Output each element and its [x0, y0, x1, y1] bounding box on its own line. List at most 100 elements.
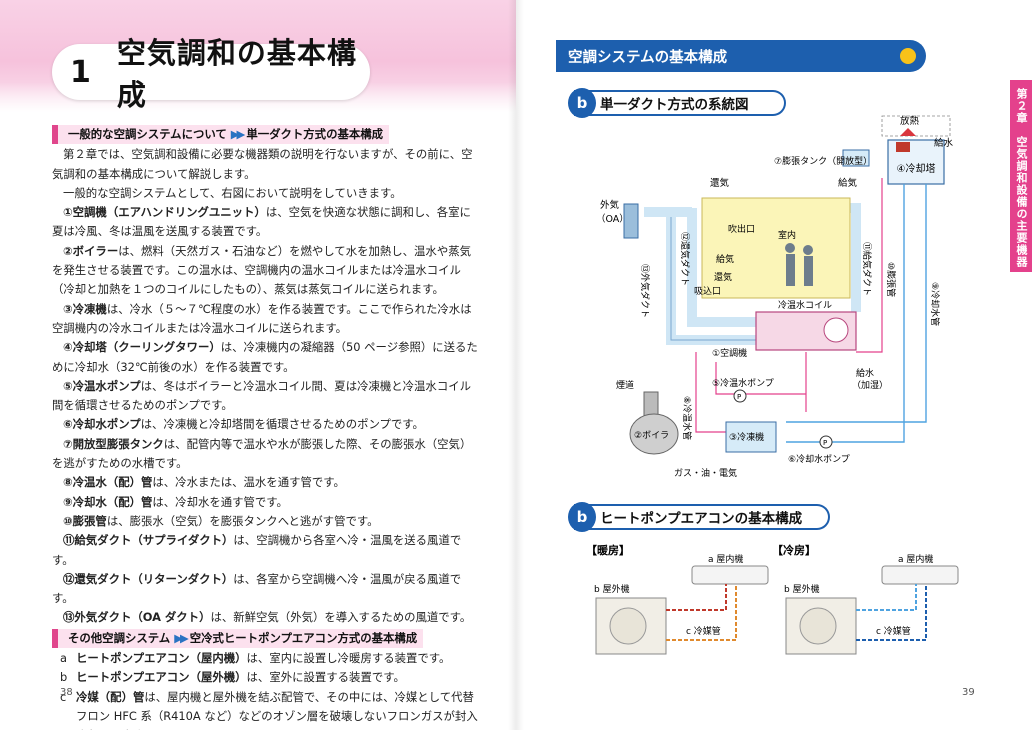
equipment-term: ⑨冷却水（配）管 [63, 494, 153, 509]
supply-duct-label: ⑪給気ダクト [861, 242, 873, 296]
equipment-desc: は、配管内等で温水や水が膨張した際、その膨張水（空気）を逃がすための水槽です。 [52, 436, 472, 471]
boiler-label: ②ボイラ [634, 430, 669, 441]
expansion-tank-label: ⑦膨張タンク（開放型） [774, 155, 872, 167]
other-system-item: c 冷媒（配）管は、屋内機と屋外機を結ぶ配管で、その中には、冷媒として代替フロン … [52, 688, 480, 730]
equipment-list: ①空調機（エアハンドリングユニット）は、空気を快適な状態に調和し、各室に夏は冷風… [52, 203, 480, 628]
item-text: ヒートポンプエアコン（屋外機）は、室外に設置する装置です。 [76, 668, 405, 687]
indoor-unit-label-cooling: a 屋内機 [898, 553, 933, 565]
pump-5-label: ⑤冷温水ポンプ [712, 377, 774, 389]
equipment-item: ⑪給気ダクト（サプライダクト）は、空調機から各室へ冷・温風を送る風道です。 [52, 531, 480, 570]
single-duct-diagram: ④冷却塔 放熱 給水 ⑦膨張タンク（開放型） 外気 （OA） 還気 給気 給気 … [596, 115, 954, 479]
equipment-term: ⑬外気ダクト（OA ダクト） [63, 610, 211, 625]
equipment-item: ⑦開放型膨張タンクは、配管内等で温水や水が膨張した際、その膨張水（空気）を逃がす… [52, 435, 480, 474]
supply-air-label: 給気 [838, 177, 858, 189]
coil-label: 冷温水コイル [778, 299, 832, 311]
arrow-icon: ▶▶ [230, 127, 245, 141]
item-desc: は、屋内機と屋外機を結ぶ配管で、その中には、冷媒として代替フロン HFC 系（R… [76, 689, 478, 730]
person-icon [786, 254, 795, 286]
room [701, 197, 851, 299]
equipment-desc: は、膨張水（空気）を膨張タンクへと逃がす管です。 [106, 513, 379, 528]
cooling-tower: ④冷却塔 放熱 給水 [881, 115, 954, 185]
feed-water-label: 給水 [934, 137, 954, 149]
cooling-tower-label: ④冷却塔 [897, 162, 936, 175]
refrigerant-label-cooling: c 冷媒管 [876, 625, 911, 637]
page-number-right: 39 [962, 687, 975, 698]
equipment-item: ⑨冷却水（配）管は、冷却水を通す管です。 [52, 493, 480, 512]
ahu-label: ①空調機 [712, 347, 747, 359]
right-page-header-title: 空調システムの基本構成 [568, 49, 728, 66]
refrigerant-label-heating: c 冷媒管 [686, 625, 721, 637]
cooling-water-pipe-label: ⑨冷却水管 [929, 282, 941, 326]
b-badge-icon: b [568, 502, 596, 532]
item-letter: b [60, 670, 68, 685]
chapter-side-tab: 第２章 空気調和設備の主要機器 [1010, 80, 1032, 272]
return-air-label: 還気 [710, 177, 730, 189]
pump-5-mark: P [737, 393, 741, 401]
indoor-unit-label-heating: a 屋内機 [708, 553, 743, 565]
equipment-item: ④冷却塔（クーリングタワー）は、冷凍機内の凝縮器（50 ページ参照）に送るために… [52, 338, 480, 377]
equipment-desc: は、各室から空調機へ冷・温風が戻る風道です。 [52, 571, 462, 606]
section-heading-2-sub: 空冷式ヒートポンプエアコン方式の基本構成 [189, 630, 418, 645]
equipment-term: ⑪給気ダクト（サプライダクト） [63, 533, 234, 548]
equipment-item: ⑩膨張管は、膨張水（空気）を膨張タンクへと逃がす管です。 [52, 512, 480, 531]
equipment-desc: は、冷水（５～７℃程度の水）を作る装置です。ここで作られた冷水は空調機内の冷水コ… [52, 301, 472, 335]
indoor-unit-cooling [881, 565, 959, 585]
sun-dot-icon [900, 48, 916, 64]
section-heading-2-title: その他空調システム [68, 630, 171, 645]
room-supply-label: 給気 [716, 253, 734, 265]
flue-label: 煙道 [616, 379, 634, 391]
outdoor-air-louver [623, 203, 639, 239]
equipment-item: ①空調機（エアハンドリングユニット）は、空気を快適な状態に調和し、各室に夏は冷風… [52, 203, 480, 242]
chiller-label: ③冷凍機 [729, 431, 764, 443]
equipment-desc: は、空気を快適な状態に調和し、各室に夏は冷風、冬は温風を送風する装置です。 [52, 205, 471, 239]
indoor-unit-heating [691, 565, 769, 585]
item-text: ヒートポンプエアコン（屋内機）は、室内に設置し冷暖房する装置です。 [76, 649, 450, 668]
chapter-title-pill: 1 空気調和の基本構成 [52, 36, 370, 112]
intro-paragraph-1: 第２章では、空気調和設備に必要な機器類の説明を行ないますが、その前に、空気調和の… [52, 147, 473, 181]
item-letter: c [60, 689, 67, 704]
person-icon [804, 256, 813, 286]
oa-label: （OA） [596, 213, 629, 225]
outdoor-air-label: 外気 [600, 199, 620, 211]
equipment-item: ②ボイラーは、燃料（天然ガス・石油など）を燃やして水を加熱し、温水や蒸気を発生さ… [52, 242, 480, 300]
pump-6-mark: P [823, 439, 827, 447]
item-term: ヒートポンプエアコン（屋内機） [76, 651, 247, 666]
equipment-desc: は、冷却水を通す管です。 [152, 494, 288, 509]
pump-6 [819, 435, 833, 449]
subheading-single-duct: b 単一ダクト方式の系統図 [568, 88, 786, 118]
item-term: ヒートポンプエアコン（屋外機） [76, 670, 247, 685]
right-page-header: 空調システムの基本構成 [556, 40, 926, 72]
body-text: 一般的な空調システムについて▶▶単一ダクト方式の基本構成 第２章では、空気調和設… [52, 124, 480, 730]
gutter-shadow [508, 0, 524, 730]
outdoor-unit-label-heating: b 屋外機 [594, 583, 630, 595]
equipment-desc: は、燃料（天然ガス・石油など）を燃やして水を加熱し、温水や蒸気を発生させる装置で… [52, 243, 471, 297]
equipment-desc: は、空調機から各室へ冷・温風を送る風道です。 [52, 533, 462, 567]
expansion-pipe-label: ⑩膨張管 [885, 262, 897, 297]
equipment-item: ⑬外気ダクト（OA ダクト）は、新鮮空気（外気）を導入するための風道です。 [52, 608, 480, 627]
intro-paragraph-2: 一般的な空調システムとして、右図において説明をしていきます。 [63, 185, 402, 200]
left-page: 1 空気調和の基本構成 一般的な空調システムについて▶▶単一ダクト方式の基本構成… [0, 0, 516, 730]
fuel-label: ガス・油・電気 [674, 467, 737, 479]
equipment-term: ③冷凍機 [63, 301, 107, 316]
equipment-desc: は、冷水または、温水を通す管です。 [152, 475, 345, 490]
equipment-desc: は、冷凍機と冷却塔間を循環させるためのポンプです。 [140, 417, 424, 432]
fan-icon [823, 317, 849, 343]
return-duct-label: ⑫還気ダクト [679, 232, 691, 286]
room-label: 室内 [778, 229, 796, 241]
equipment-item: ⑤冷温水ポンプは、冬はボイラーと冷温水コイル間、夏は冷凍機と冷温水コイル間を循環… [52, 377, 480, 416]
equipment-desc: は、冷凍機内の凝縮器（50 ページ参照）に送るために冷却水（32℃前後の水）を作… [52, 340, 478, 374]
outdoor-duct-label: ⑬外気ダクト [639, 264, 651, 318]
item-term: 冷媒（配）管 [76, 689, 145, 704]
outlet-label: 吹出口 [728, 223, 755, 235]
equipment-item: ⑥冷却水ポンプは、冷凍機と冷却塔間を循環させるためのポンプです。 [52, 415, 480, 434]
cooling-label: 【冷房】 [772, 543, 816, 557]
section-heading-1-sub: 単一ダクト方式の基本構成 [246, 127, 384, 141]
equipment-item: ⑧冷温水（配）管は、冷水または、温水を通す管です。 [52, 473, 480, 492]
equipment-item: ③冷凍機は、冷水（５～７℃程度の水）を作る装置です。ここで作られた冷水は空調機内… [52, 300, 480, 339]
item-desc: は、室内に設置し冷暖房する装置です。 [246, 651, 451, 666]
heat-release-label: 放熱 [900, 115, 920, 127]
subheading-single-duct-label: 単一ダクト方式の系統図 [600, 97, 749, 113]
page-number-left: 38 [60, 687, 73, 698]
